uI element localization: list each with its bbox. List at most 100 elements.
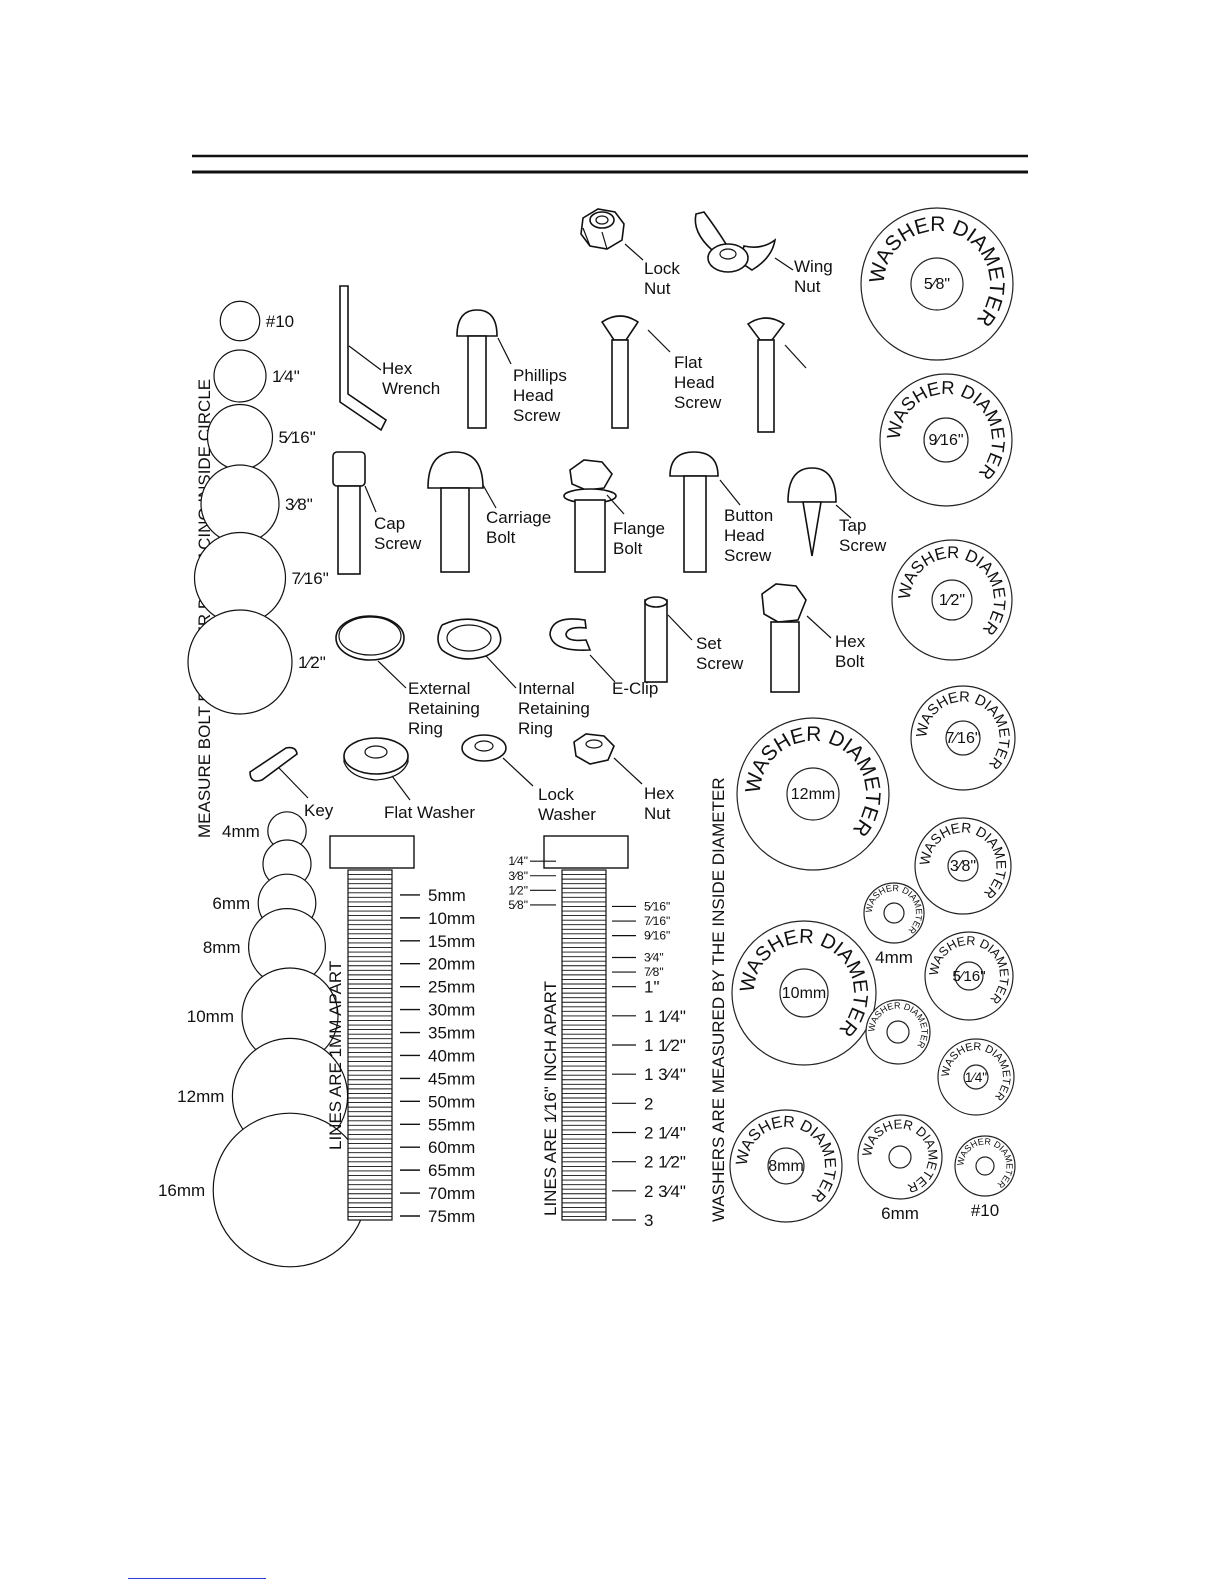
ruler-shank [347, 869, 393, 1221]
ruler-mark-label: 1 1⁄4" [644, 1007, 686, 1026]
ruler-mark-label: 9⁄16" [644, 929, 670, 943]
bolt-size-label: 7⁄16" [292, 569, 329, 588]
wing-nut-drawing [694, 211, 794, 273]
flat-washer-label: Flat Washer [384, 803, 475, 822]
flat-head-screw-drawing [600, 315, 671, 429]
tap-screw-drawing [787, 467, 852, 557]
ruler-shank [561, 869, 607, 1221]
ruler-mark-label: 35mm [428, 1024, 475, 1043]
inch-ruler-caption: LINES ARE 1⁄16" INCH APART [541, 981, 560, 1216]
bolt-size-label: 3⁄8" [285, 495, 313, 514]
ruler-bolt-head [543, 835, 629, 869]
washer-gauge-title: WASHERS ARE MEASURED BY THE INSIDE DIAME… [709, 777, 728, 1222]
e-clip-label: E-Clip [612, 679, 658, 698]
ruler-mark-label: 2 1⁄2" [644, 1153, 686, 1172]
ruler-mark-label: 5mm [428, 886, 466, 905]
key-drawing [249, 746, 309, 799]
ruler-mark-label: 55mm [428, 1115, 475, 1134]
key-label: Key [304, 801, 334, 820]
ruler-mark-label: 1 3⁄4" [644, 1065, 686, 1084]
internal-retaining-ring-drawing [437, 618, 517, 689]
ruler-mark-label: 1" [644, 978, 660, 997]
phillips-head-screw-drawing [456, 309, 512, 429]
washer-size-label: 8mm [768, 1158, 804, 1175]
bolt-circle [219, 300, 261, 342]
washer-size-label: 5⁄16" [952, 968, 985, 985]
ruler-mark-label: 2 1⁄4" [644, 1124, 686, 1143]
hex-wrench-drawing [339, 285, 388, 432]
ruler-mark-label: 20mm [428, 955, 475, 974]
washer-size-label: 6mm [881, 1204, 919, 1223]
ruler-mark-label: 75mm [428, 1207, 475, 1226]
metric-length-ruler: 5mm10mm15mm20mm25mm30mm35mm40mm45mm50mm5… [329, 835, 475, 1226]
ruler-mark-label: 45mm [428, 1069, 475, 1088]
washer: WASHER DIAMETER [865, 999, 931, 1065]
metric-ruler-caption: LINES ARE 1MM APART [326, 961, 345, 1150]
ruler-mark-label: 7⁄8" [644, 965, 664, 979]
bolt-size-label: 1⁄2" [298, 653, 326, 672]
footer-link-underline[interactable] [128, 1577, 266, 1579]
ruler-mark-label: 3 [644, 1211, 653, 1230]
ruler-mark-label: 3⁄4" [644, 951, 664, 965]
ruler-mark-label: 15mm [428, 932, 475, 951]
bolt-size-label: 10mm [187, 1007, 234, 1026]
ruler-mark-label: 1⁄2" [508, 883, 528, 897]
washer-size-label: 5⁄8" [924, 276, 950, 293]
external-retaining-ring-drawing [335, 615, 407, 689]
inch-bolt-gauge: #101⁄4"5⁄16"3⁄8"7⁄16"1⁄2" [187, 300, 329, 715]
bolt-size-label: 16mm [158, 1181, 205, 1200]
flat-washer-drawing [343, 737, 411, 801]
washer-size-label: 7⁄16" [945, 730, 980, 747]
washer-size-label: 4mm [875, 948, 913, 967]
inch-length-ruler: 1⁄4"3⁄8"1⁄2"5⁄8"5⁄16"7⁄16"9⁄16"3⁄4"7⁄8"1… [508, 835, 686, 1230]
ruler-mark-label: 2 3⁄4" [644, 1182, 686, 1201]
carriage-bolt-drawing [427, 451, 497, 573]
bolt-circle [206, 403, 274, 471]
set-screw-drawing [644, 596, 693, 683]
ruler-mark-label: 50mm [428, 1092, 475, 1111]
header-rules [192, 154, 1028, 174]
bolt-size-label: 5⁄16" [279, 428, 316, 447]
hex-nut-drawing [573, 733, 643, 785]
ruler-mark-label: 5⁄8" [508, 898, 528, 912]
ruler-mark-label: 5⁄16" [644, 899, 670, 913]
washer-size-label: 1⁄2" [939, 592, 965, 609]
washer: WASHER DIAMETER#10 [954, 1135, 1016, 1220]
lock-nut-drawing [580, 208, 644, 261]
ruler-mark-label: 70mm [428, 1184, 475, 1203]
washer-size-label: #10 [971, 1201, 999, 1220]
ruler-mark-label: 40mm [428, 1046, 475, 1065]
ruler-mark-label: 10mm [428, 909, 475, 928]
ruler-mark-label: 3⁄8" [508, 869, 528, 883]
e-clip-drawing [549, 618, 616, 683]
bolt-size-label: 6mm [212, 894, 250, 913]
ruler-mark-label: 30mm [428, 1001, 475, 1020]
